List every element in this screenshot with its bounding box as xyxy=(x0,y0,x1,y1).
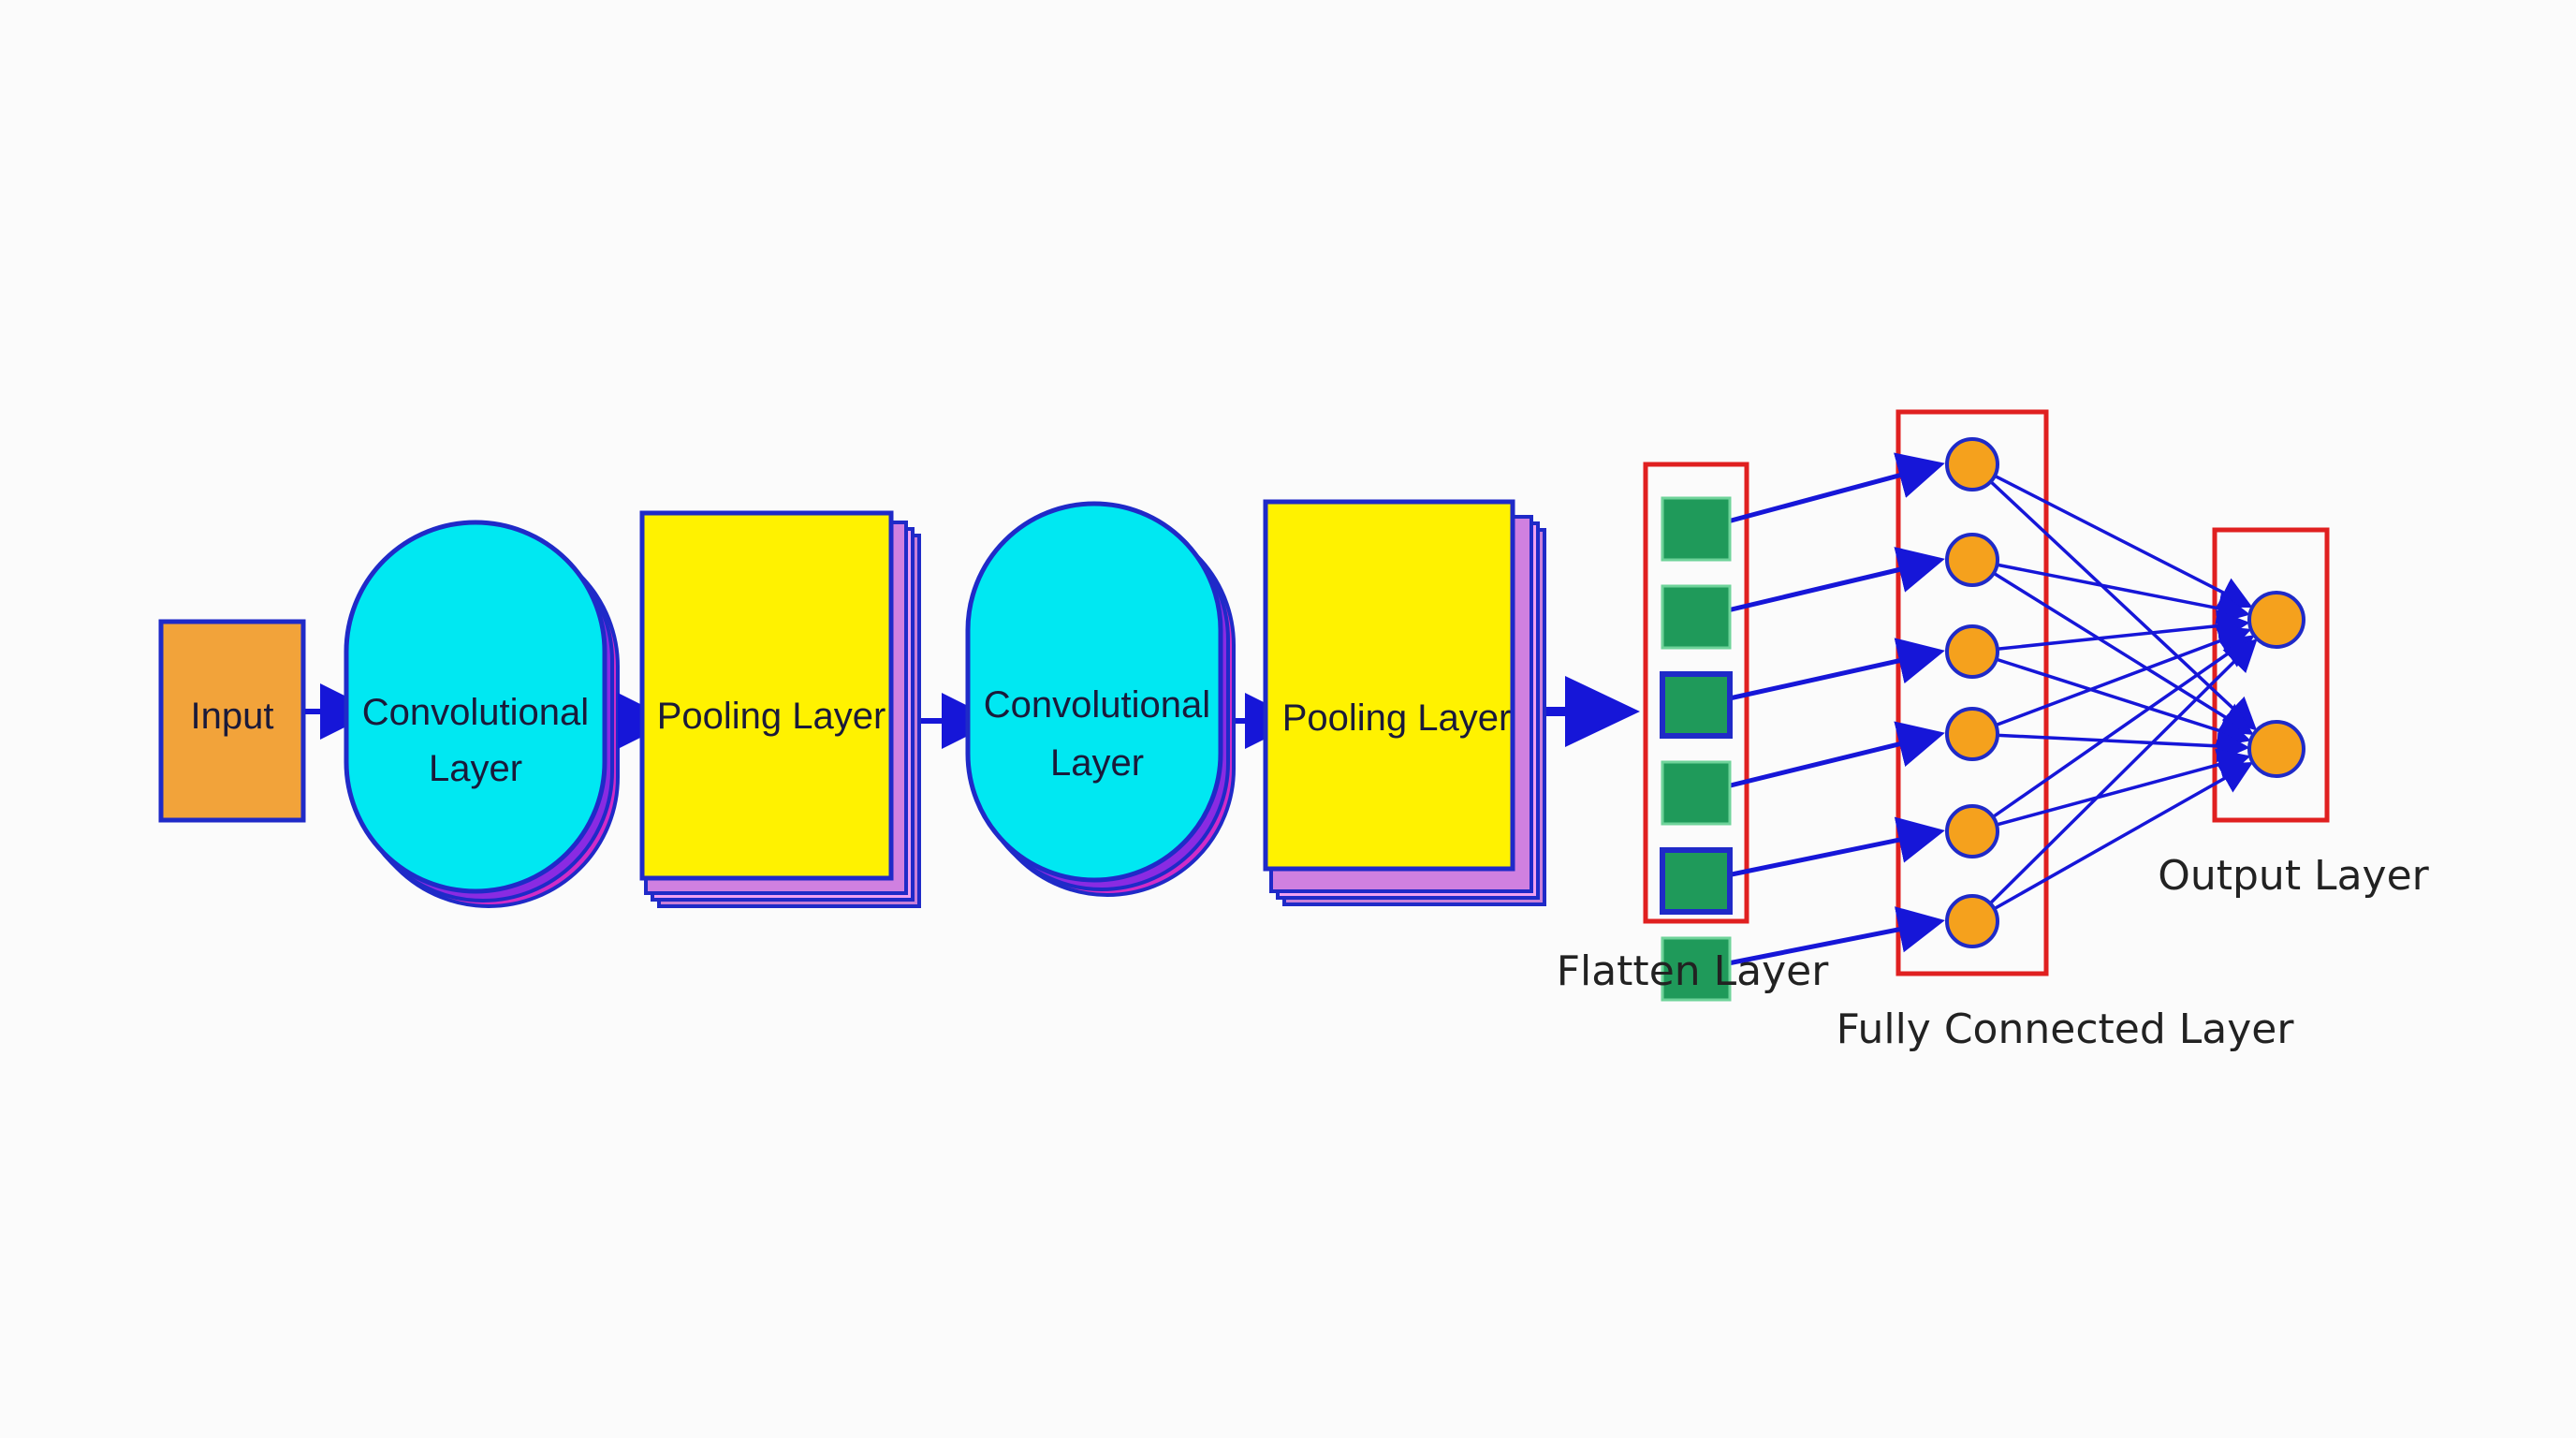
conv2-node: Convolutional Layer xyxy=(965,501,1236,897)
fc-neuron xyxy=(1945,894,1999,948)
connection-arrow xyxy=(1971,650,2251,747)
connection-arrow xyxy=(1970,462,2258,731)
fc-group-box xyxy=(1895,409,2049,976)
flatten-units xyxy=(1660,496,1733,1002)
fully-connected-layer-label: Fully Connected Layer xyxy=(1837,1005,2295,1053)
connection-arrow xyxy=(1971,748,2251,833)
fc-neuron xyxy=(1945,804,1999,858)
output-group-box xyxy=(2212,527,2330,823)
fc-neuron xyxy=(1945,437,1999,492)
connection-arrow xyxy=(1970,638,2258,923)
fc-neurons xyxy=(1945,437,1999,948)
connection-arrow xyxy=(1971,624,2252,736)
connection-arrow xyxy=(1699,452,1945,532)
connection-arrow xyxy=(1971,462,2253,609)
dense-connections xyxy=(1699,452,2258,972)
flatten-unit xyxy=(1661,760,1732,826)
pool2-label: Pooling Layer xyxy=(1282,697,1512,739)
connection-arrow xyxy=(1971,558,2254,735)
fc-neuron xyxy=(1945,707,1999,761)
connection-arrow xyxy=(1971,762,2254,923)
arrow-pool2-to-flatten xyxy=(1546,676,1640,747)
connection-arrow xyxy=(1699,816,1945,884)
fc-neuron xyxy=(1945,533,1999,587)
connection-arrow xyxy=(1971,609,2250,653)
pool2-node: Pooling Layer xyxy=(1263,499,1546,906)
connection-arrow xyxy=(1699,638,1945,708)
connection-arrow xyxy=(1971,635,2255,833)
conv1-node: Convolutional Layer xyxy=(344,520,620,908)
pool1-node: Pooling Layer xyxy=(639,510,921,908)
output-neuron xyxy=(2247,591,2305,649)
output-neuron xyxy=(2247,720,2305,778)
flatten-unit xyxy=(1660,671,1733,739)
connection-arrow xyxy=(1971,558,2251,624)
conv1-label-line1: Convolutional xyxy=(362,692,589,733)
output-neurons xyxy=(2247,591,2305,778)
flatten-unit xyxy=(1660,847,1733,915)
input-label: Input xyxy=(191,696,274,737)
connection-arrow xyxy=(1699,547,1945,620)
flatten-layer-label: Flatten Layer xyxy=(1557,947,1830,995)
flatten-unit xyxy=(1661,936,1732,1002)
connection-arrow xyxy=(1971,729,2250,763)
flatten-unit xyxy=(1661,496,1732,562)
fc-neuron xyxy=(1945,624,1999,679)
connection-arrow xyxy=(1699,721,1945,796)
conv2-label-line1: Convolutional xyxy=(984,684,1210,726)
output-layer-label: Output Layer xyxy=(2158,852,2429,900)
connection-arrow xyxy=(1699,906,1945,972)
flatten-unit xyxy=(1661,584,1732,650)
conv1-label-line2: Layer xyxy=(429,748,522,789)
pool1-label: Pooling Layer xyxy=(657,696,886,737)
input-node: Input xyxy=(158,619,306,823)
conv2-label-line2: Layer xyxy=(1050,742,1144,784)
